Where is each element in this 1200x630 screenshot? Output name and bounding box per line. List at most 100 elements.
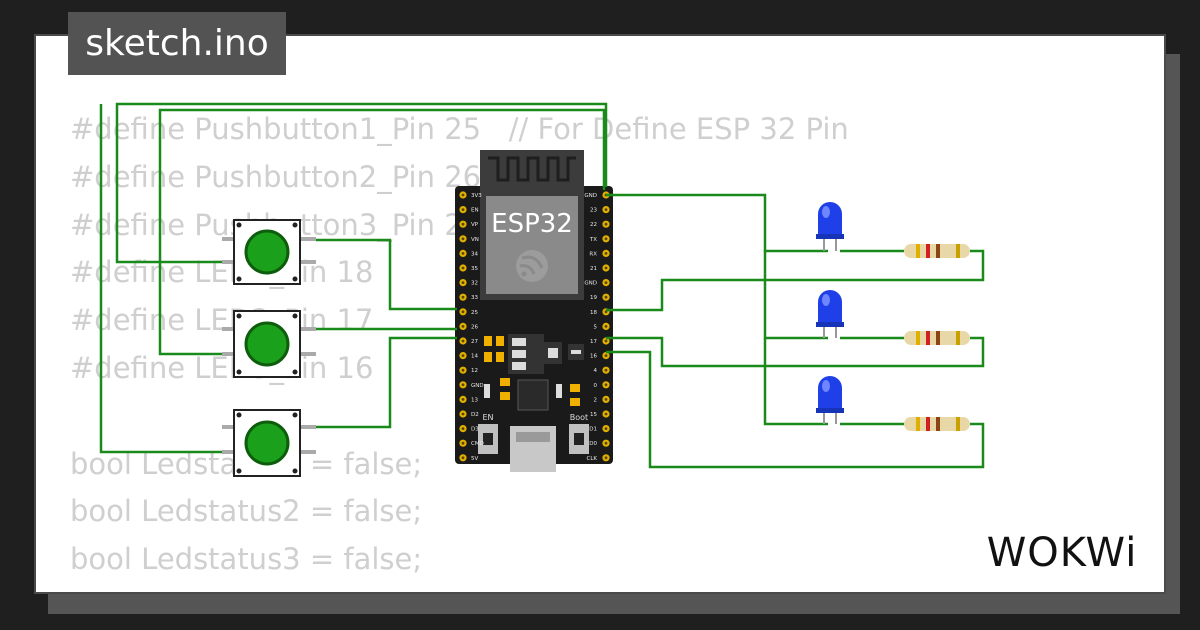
wokwi-logo-text: WOKWi — [987, 530, 1138, 576]
header-pin-hole — [604, 441, 608, 445]
wire-button1-pin25 — [316, 238, 457, 311]
led-3[interactable] — [816, 376, 844, 424]
pin-label: TX — [589, 237, 597, 243]
pushbutton-3[interactable] — [222, 409, 316, 477]
header-pin-hole — [604, 281, 608, 284]
wire-resistor3-pin16 — [606, 350, 985, 469]
led-2[interactable] — [816, 290, 844, 338]
pin-label: 4 — [594, 368, 598, 374]
en-button-label: EN — [482, 413, 493, 422]
pin-label: 16 — [590, 354, 597, 360]
header-pin-hole — [461, 412, 465, 416]
pushbutton-1[interactable] — [222, 219, 316, 285]
esp32-board[interactable]: ESP32 EN — [455, 150, 613, 472]
boot-button[interactable] — [569, 424, 589, 454]
header-pin-hole — [604, 383, 608, 387]
wokwi-logo: WOKWi — [987, 530, 1138, 576]
resistor-3[interactable] — [904, 417, 970, 431]
pin-label: 19 — [590, 295, 597, 301]
wire-resistor1-pin18 — [606, 249, 985, 312]
header-pin-hole — [604, 427, 608, 430]
header-pin-hole — [461, 295, 465, 299]
header-pin-hole — [604, 252, 608, 255]
chip-label: ESP32 — [491, 209, 573, 239]
pin-label: 33 — [471, 295, 478, 301]
pin-label: GND — [584, 193, 597, 199]
file-tab[interactable]: sketch.ino — [68, 12, 286, 75]
pin-label: 14 — [471, 354, 478, 360]
boot-button-label: Boot — [570, 413, 588, 422]
header-pin-hole — [461, 208, 465, 212]
header-pin-hole — [604, 412, 608, 416]
pushbutton-2[interactable] — [222, 310, 316, 378]
pin-label: 3V3 — [471, 193, 482, 199]
pin-label: 34 — [471, 251, 478, 257]
header-pin-hole — [604, 266, 608, 270]
resistor-2[interactable] — [904, 331, 970, 345]
header-pin-hole — [461, 383, 465, 387]
header-pin-hole — [604, 222, 608, 226]
header-pin-hole — [461, 456, 465, 460]
header-pin-hole — [461, 266, 465, 270]
header-pin-hole — [604, 295, 608, 299]
pin-label: D1 — [589, 427, 597, 433]
code-line: #define Pushbutton1_Pin 25 // For Define… — [70, 112, 849, 146]
header-pin-hole — [461, 368, 465, 372]
pin-label: 15 — [590, 412, 597, 418]
pin-label: 26 — [471, 324, 478, 330]
wire-button3-gnd — [99, 104, 234, 454]
pin-label: D2 — [471, 412, 479, 418]
resistor-1[interactable] — [904, 244, 970, 258]
code-line: bool Ledstatus3 = false; — [70, 542, 423, 577]
pin-label: 17 — [590, 339, 597, 345]
pin-label: GND — [471, 383, 484, 389]
header-pin-hole — [604, 354, 608, 357]
header-pin-hole — [604, 368, 608, 372]
pin-label: VN — [471, 237, 479, 243]
header-pin-hole — [461, 339, 465, 343]
pin-label: VP — [471, 222, 479, 228]
wire-resistor2-pin17 — [606, 336, 985, 368]
pin-label: CLK — [586, 456, 597, 462]
espressif-logo-icon — [516, 250, 548, 282]
pin-label: RX — [589, 251, 597, 257]
usb-uart-chip — [517, 379, 549, 411]
wire-button2-gnd — [158, 108, 606, 356]
led-1[interactable] — [816, 202, 844, 251]
pin-label: 32 — [471, 281, 478, 287]
pin-label: 27 — [471, 339, 478, 345]
header-pin-hole — [604, 208, 608, 212]
left-header-pins: 3V3ENVPVN343532332526271412GND13D2D3CMD5… — [459, 191, 484, 462]
header-pin-hole — [604, 339, 608, 343]
pin-label: 35 — [471, 266, 478, 272]
header-pin-hole — [461, 193, 465, 197]
header-pin-hole — [604, 237, 608, 241]
header-pin-hole — [461, 237, 465, 241]
wires — [99, 102, 985, 469]
header-pin-hole — [604, 456, 608, 460]
header-pin-hole — [604, 325, 608, 328]
pin-label: CMD — [471, 441, 484, 447]
pin-label: 2 — [594, 397, 598, 403]
en-button[interactable] — [478, 424, 498, 454]
pin-label: 22 — [590, 222, 597, 228]
header-pin-hole — [461, 354, 465, 357]
pin-label: 25 — [471, 310, 478, 316]
header-pin-hole — [604, 398, 608, 401]
header-pin-hole — [461, 427, 465, 430]
wire-gnd-led1 — [606, 193, 828, 253]
header-pin-hole — [461, 441, 465, 445]
pin-label: 18 — [590, 310, 597, 316]
pin-label: GND — [584, 281, 597, 287]
wire-button3-pin27 — [316, 336, 457, 429]
wire-button1-gnd — [115, 102, 608, 264]
header-pin-hole — [461, 222, 465, 226]
header-pin-hole — [461, 252, 465, 255]
pin-label: 12 — [471, 368, 478, 374]
pin-label: 21 — [590, 266, 597, 272]
header-pin-hole — [461, 398, 465, 401]
pin-label: D3 — [471, 427, 479, 433]
pin-label: 13 — [471, 397, 478, 403]
pin-label: D0 — [589, 441, 597, 447]
